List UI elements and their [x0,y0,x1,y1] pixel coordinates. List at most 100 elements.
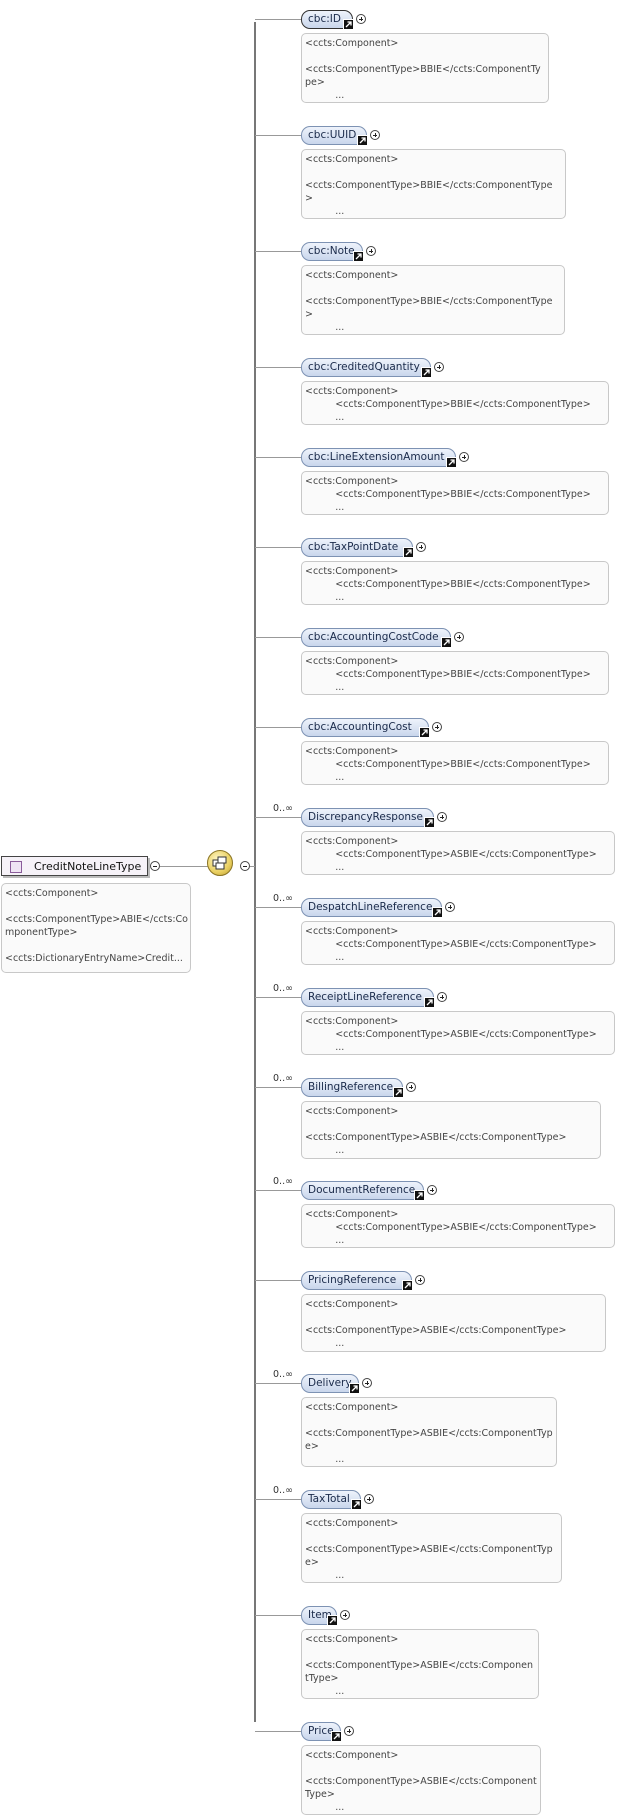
element-documentation: <ccts:Component> <ccts:ComponentType>ASB… [301,921,615,965]
expand-icon[interactable] [416,542,426,552]
element-documentation: <ccts:Component> <ccts:ComponentType>ASB… [301,1513,562,1583]
expand-icon[interactable] [406,1082,416,1092]
expand-icon[interactable] [344,1726,354,1736]
cardinality-label: 0..∞ [273,1176,293,1187]
expand-icon[interactable] [362,1378,372,1388]
expand-icon[interactable] [454,632,464,642]
element-documentation: <ccts:Component> <ccts:ComponentType>ASB… [301,1294,606,1352]
element-node-cbc-taxpointdate[interactable]: cbc:TaxPointDate [301,538,413,557]
connector-line [255,367,301,368]
reference-arrow-icon [419,727,430,738]
reference-arrow-icon [421,367,432,378]
reference-arrow-icon [331,1731,342,1742]
element-documentation: <ccts:Component> <ccts:ComponentType>BBI… [301,265,565,335]
reference-arrow-icon [402,1280,413,1291]
element-node-cbc-id[interactable]: cbc:ID [301,10,353,29]
expand-icon[interactable] [364,1494,374,1504]
element-documentation: <ccts:Component> <ccts:ComponentType>ASB… [301,1629,539,1699]
element-type-icon [10,861,22,873]
cardinality-label: 0..∞ [273,1073,293,1084]
sequence-compositor-icon[interactable] [207,850,233,876]
connector-line [160,866,208,867]
connector-line [255,1731,301,1732]
element-node-cbc-lineextensionamount[interactable]: cbc:LineExtensionAmount [301,448,456,467]
expand-icon[interactable] [437,812,447,822]
connector-line [255,817,301,818]
connector-line [255,1280,301,1281]
cardinality-label: 0..∞ [273,1369,293,1380]
connector-line [255,1087,301,1088]
expand-icon[interactable] [434,362,444,372]
element-node-taxtotal[interactable]: TaxTotal [301,1490,361,1509]
cardinality-label: 0..∞ [273,893,293,904]
reference-arrow-icon [349,1383,360,1394]
reference-arrow-icon [403,547,414,558]
root-element-box[interactable]: CreditNoteLineType [1,856,148,876]
expand-icon[interactable] [427,1185,437,1195]
connector-line [255,251,301,252]
cardinality-label: 0..∞ [273,983,293,994]
element-node-documentreference[interactable]: DocumentReference [301,1181,424,1200]
tree-trunk-line [254,22,256,1722]
cardinality-label: 0..∞ [273,803,293,814]
element-node-delivery[interactable]: Delivery [301,1374,359,1393]
element-documentation: <ccts:Component> <ccts:ComponentType>BBI… [301,741,609,785]
element-documentation: <ccts:Component> <ccts:ComponentType>BBI… [301,471,609,515]
connector-line [255,547,301,548]
connector-line [255,1383,301,1384]
expand-icon[interactable] [340,1610,350,1620]
connector-line [255,135,301,136]
element-documentation: <ccts:Component> <ccts:ComponentType>BBI… [301,33,549,103]
expand-icon[interactable] [356,14,366,24]
element-node-cbc-accountingcost[interactable]: cbc:AccountingCost [301,718,429,737]
expand-icon[interactable] [415,1275,425,1285]
element-node-cbc-uuid[interactable]: cbc:UUID [301,126,367,145]
connector-line [255,997,301,998]
element-node-cbc-accountingcostcode[interactable]: cbc:AccountingCostCode [301,628,451,647]
connector-line [255,727,301,728]
connector-line [255,1190,301,1191]
root-element-name: CreditNoteLineType [34,860,142,873]
element-node-discrepancyresponse[interactable]: DiscrepancyResponse [301,808,434,827]
element-node-receiptlinereference[interactable]: ReceiptLineReference [301,988,434,1007]
element-documentation: <ccts:Component> <ccts:ComponentType>BBI… [301,149,566,219]
reference-arrow-icon [357,135,368,146]
root-collapse-icon[interactable] [150,861,160,871]
element-documentation: <ccts:Component> <ccts:ComponentType>BBI… [301,651,609,695]
connector-line [255,19,301,20]
element-node-pricingreference[interactable]: PricingReference [301,1271,412,1290]
element-node-cbc-creditedquantity[interactable]: cbc:CreditedQuantity [301,358,431,377]
expand-icon[interactable] [366,246,376,256]
expand-icon[interactable] [459,452,469,462]
expand-icon[interactable] [432,722,442,732]
reference-arrow-icon [446,457,457,468]
element-node-billingreference[interactable]: BillingReference [301,1078,403,1097]
element-documentation: <ccts:Component> <ccts:ComponentType>ASB… [301,1101,601,1159]
reference-arrow-icon [414,1190,425,1201]
connector-line [250,866,255,867]
expand-icon[interactable] [437,992,447,1002]
expand-icon[interactable] [370,130,380,140]
reference-arrow-icon [393,1087,404,1098]
element-documentation: <ccts:Component> <ccts:ComponentType>ASB… [301,1397,557,1467]
reference-arrow-icon [432,907,443,918]
connector-line [255,457,301,458]
connector-line [255,637,301,638]
element-documentation: <ccts:Component> <ccts:ComponentType>ASB… [301,1745,541,1815]
element-node-cbc-note[interactable]: cbc:Note [301,242,363,261]
expand-icon[interactable] [445,902,455,912]
element-node-despatchlinereference[interactable]: DespatchLineReference [301,898,442,917]
reference-arrow-icon [351,1499,362,1510]
reference-arrow-icon [353,251,364,262]
element-documentation: <ccts:Component> <ccts:ComponentType>BBI… [301,381,609,425]
reference-arrow-icon [424,817,435,828]
element-documentation: <ccts:Component> <ccts:ComponentType>ASB… [301,1204,615,1248]
sequence-collapse-icon[interactable] [240,861,250,871]
connector-line [255,1615,301,1616]
reference-arrow-icon [343,19,354,30]
element-documentation: <ccts:Component> <ccts:ComponentType>ASB… [301,1011,615,1055]
reference-arrow-icon [441,637,452,648]
reference-arrow-icon [424,997,435,1008]
root-documentation: <ccts:Component> <ccts:ComponentType>ABI… [1,883,191,973]
element-documentation: <ccts:Component> <ccts:ComponentType>BBI… [301,561,609,605]
